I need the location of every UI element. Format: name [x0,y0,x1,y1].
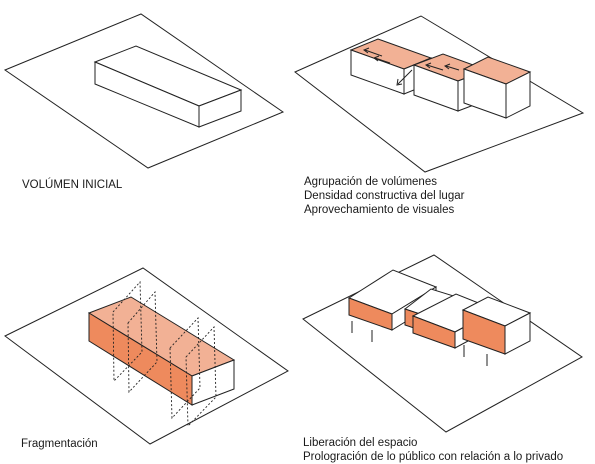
arrow-2 [374,57,391,64]
arrowhead-4 [443,63,451,70]
caption-line: Aprovechamiento de visuales [304,204,455,216]
ground-plane-1 [3,13,285,169]
panel-grouping [294,15,585,173]
panel-initial-volume [3,13,285,169]
initial-volume-side [198,89,242,128]
caption-line: Fragmentación [21,438,98,450]
lifted-volume-d-side [504,312,531,355]
view-arrows [362,47,460,86]
arrowhead-2 [372,55,380,62]
arrowhead-1 [362,47,370,54]
arrow-5 [397,69,413,85]
cutting-planes [112,280,217,428]
ground-plane-3 [4,267,289,445]
caption-line: Agrupación de volúmenes [304,176,437,188]
ground-plane-2 [294,15,585,173]
caption-fragmentation: Fragmentación [21,437,98,451]
caption-initial-volume: VOLÚMEN INICIAL [22,178,122,192]
caption-liberation: Liberación del espacio Prologración de l… [303,436,563,464]
volume-c-side [505,71,531,119]
panel-fragmentation [4,267,289,445]
caption-line: VOLÚMEN INICIAL [22,179,123,191]
arrow-1 [364,49,383,57]
fragment-volume-side [191,359,235,406]
caption-line: Liberación del espacio [303,437,418,449]
cutting-plane-1 [112,280,143,383]
caption-grouping: Agrupación de volúmenes Densidad constru… [304,175,464,217]
pilotis [351,321,488,366]
arrowhead-3 [424,62,432,69]
arrow-3 [426,64,444,71]
arrow-4 [445,65,460,71]
caption-line: Prologración de lo público con relación … [303,451,564,463]
caption-line: Densidad constructiva del lugar [304,190,465,202]
panel-liberation [302,254,583,433]
arrowhead-5 [396,78,403,86]
